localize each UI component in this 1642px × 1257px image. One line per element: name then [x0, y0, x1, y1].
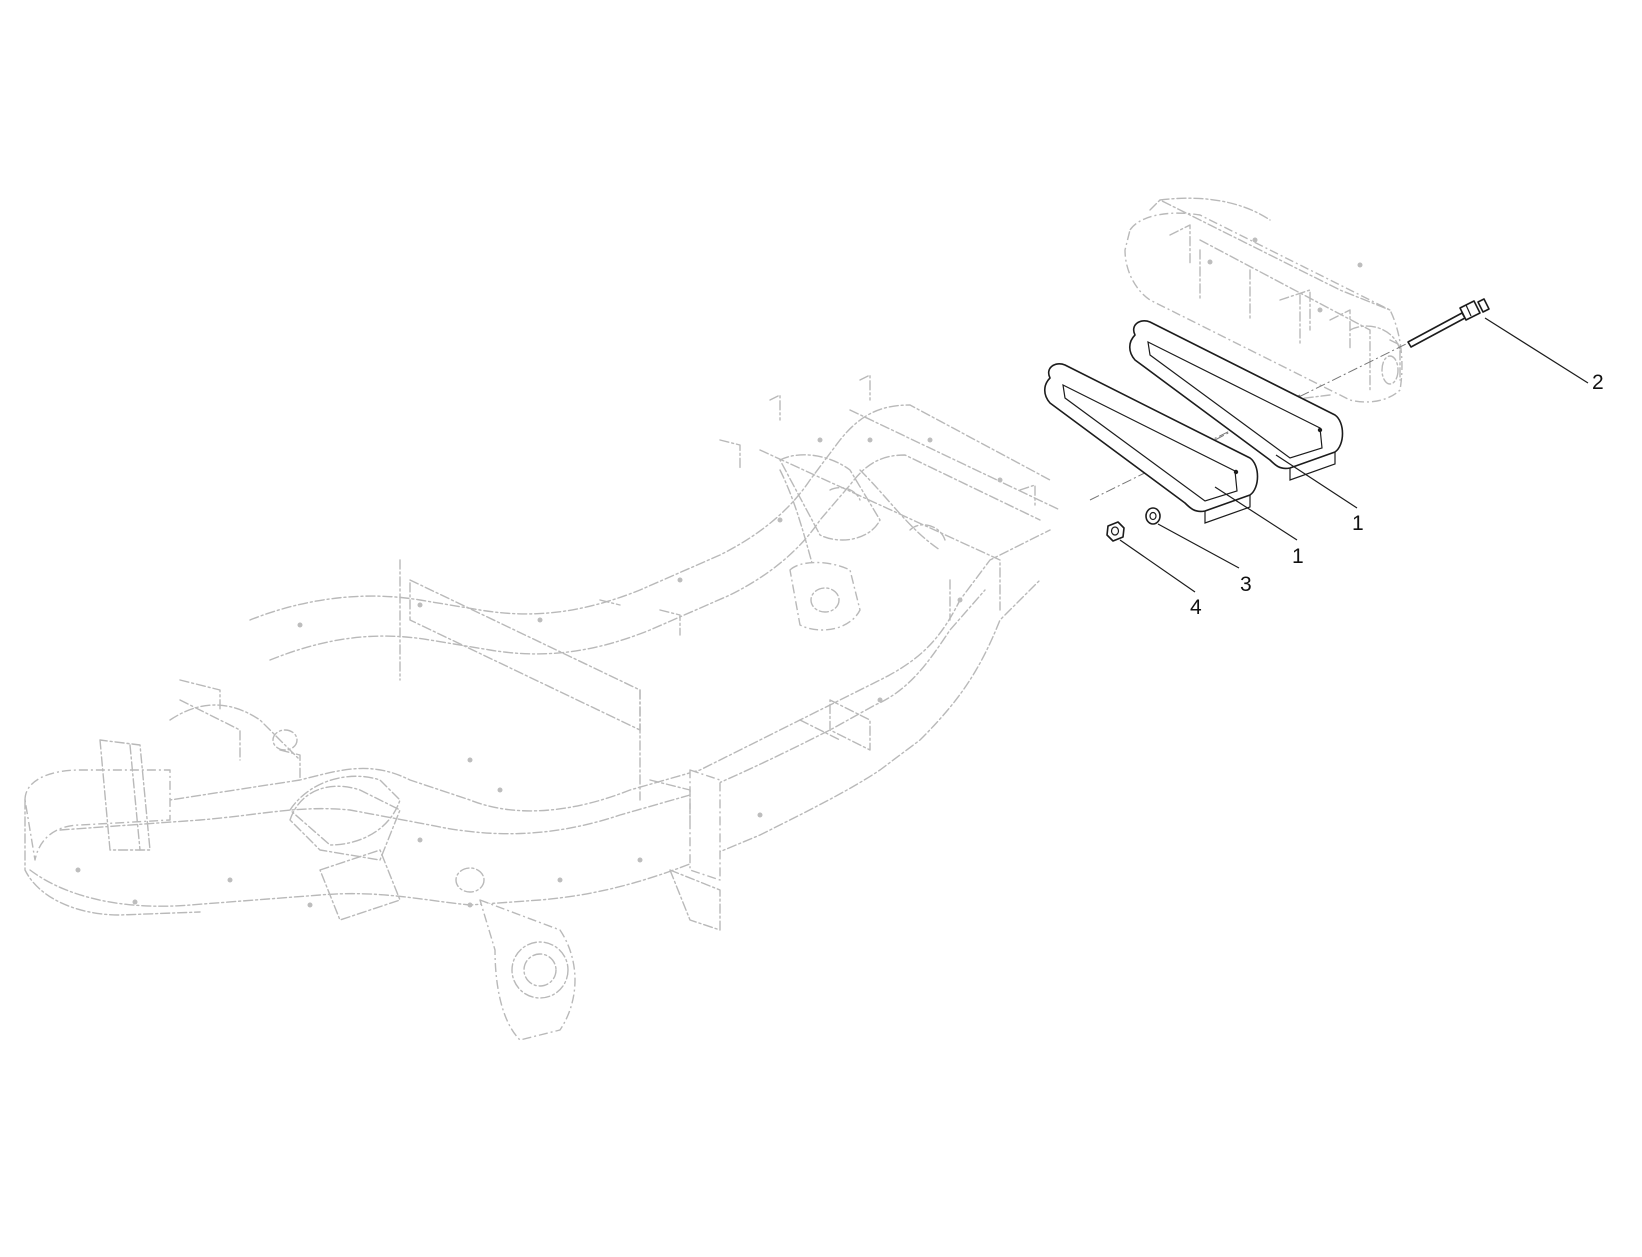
hex-nut [1106, 521, 1125, 542]
frame-mounting-holes [75, 437, 1003, 908]
spacer-plate-rear [1128, 320, 1344, 481]
spacer-plate-front [1043, 363, 1259, 524]
leader-lines [1119, 317, 1589, 593]
flat-washer [1145, 507, 1161, 525]
callout-3: 3 [1240, 573, 1252, 596]
callout-1-rear-spacer: 1 [1352, 512, 1364, 535]
hex-bolt [1407, 298, 1490, 348]
spacer-hole [1317, 427, 1323, 433]
spacer-hole [1233, 469, 1239, 475]
callout-1-front-spacer: 1 [1292, 545, 1304, 568]
chassis-frame-phantom [24, 374, 1061, 1041]
hitch-receiver-phantom [1124, 197, 1403, 403]
callout-2: 2 [1592, 371, 1604, 394]
callout-4: 4 [1190, 596, 1202, 619]
